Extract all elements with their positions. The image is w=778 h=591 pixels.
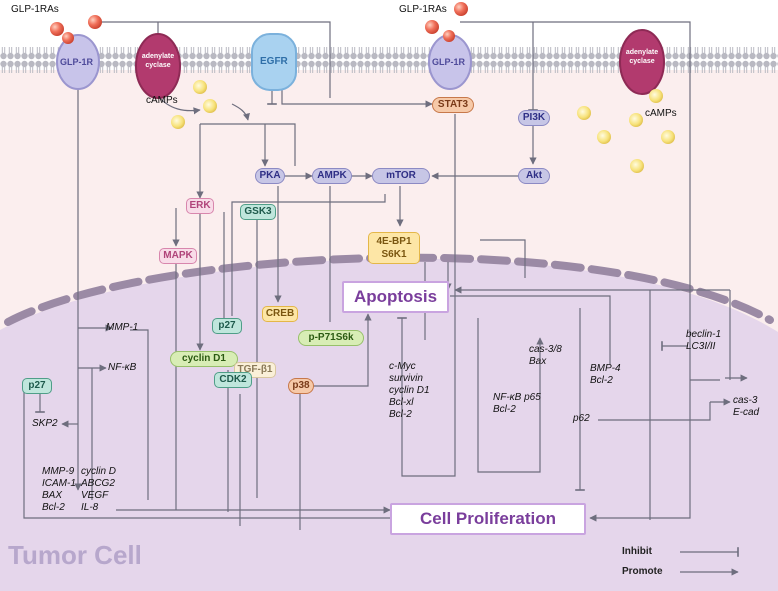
- pka-node: PKA: [255, 168, 285, 184]
- nfkb-label: NF-κB: [108, 362, 137, 373]
- gene-item: BMP-4: [590, 363, 621, 374]
- cas3-gene-list: cas-3 E-cad: [733, 395, 759, 419]
- ampk-node: AMPK: [312, 168, 352, 184]
- adenylate-cyclase-left: [135, 33, 181, 99]
- gene-item: VEGF: [81, 490, 109, 501]
- p38-node: p38: [288, 378, 314, 394]
- p27-left-node: p27: [22, 378, 52, 394]
- 4ebp1-label: 4E-BP1: [376, 236, 412, 247]
- cdk2-node: CDK2: [214, 372, 252, 388]
- glp1r-right-label: GLP-1R: [432, 57, 466, 67]
- tumor-cell-label: Tumor Cell: [8, 540, 142, 570]
- gene-item: MMP-9: [42, 466, 75, 477]
- gsk3-node: GSK3: [240, 204, 276, 220]
- gene-item: BAX: [42, 490, 63, 501]
- apoptosis-box: Apoptosis: [342, 281, 449, 313]
- glp1r-left-label: GLP-1R: [60, 57, 94, 67]
- 4ebp1-s6k1-node: 4E-BP1 S6K1: [368, 232, 420, 264]
- p27-mid-node: p27: [212, 318, 242, 334]
- mapk-node: MAPK: [159, 248, 197, 264]
- erk-node: ERK: [186, 198, 214, 214]
- gene-item: ABCG2: [81, 478, 115, 489]
- left-gene-list-2: cyclin D ABCG2 VEGF IL-8: [81, 466, 116, 514]
- camp-molecules: [171, 80, 675, 173]
- skp2-label: SKP2: [32, 418, 58, 429]
- glp1r-left-receptor: [56, 34, 100, 90]
- gene-item: Bax: [529, 356, 547, 367]
- gene-item: survivin: [389, 373, 423, 384]
- gene-item: cas-3/8: [529, 344, 562, 355]
- pi3k-node: PI3K: [518, 110, 550, 126]
- creb-node: CREB: [262, 306, 298, 322]
- glp1ras-label-right: GLP-1RAs: [399, 4, 447, 15]
- p62-label: p62: [573, 413, 590, 424]
- stat3-node: STAT3: [432, 97, 474, 113]
- camps-label-left: cAMPs: [146, 95, 178, 106]
- egfr-receptor: [251, 33, 297, 91]
- gene-item: IL-8: [81, 502, 99, 513]
- adenylate-cyclase-left-label: adenylate cyclase: [141, 53, 175, 69]
- gene-item: Bcl-2: [493, 404, 516, 415]
- gene-item: E-cad: [733, 407, 760, 418]
- glp1ras-label-left: GLP-1RAs: [11, 4, 59, 15]
- akt-node: Akt: [518, 168, 550, 184]
- mmp1-label: MMP-1: [106, 322, 139, 333]
- gene-item: Bcl-2: [42, 502, 65, 513]
- gene-item: NF-κB p65: [493, 392, 541, 403]
- camps-label-right: cAMPs: [645, 108, 677, 119]
- gene-item: Bcl-xl: [389, 397, 414, 408]
- cmyc-gene-list: c-Myc survivin cyclin D1 Bcl-xl Bcl-2: [389, 361, 430, 421]
- mtor-node: mTOR: [372, 168, 430, 184]
- adenylate-cyclase-right: [619, 29, 665, 95]
- gene-item: c-Myc: [389, 361, 416, 372]
- left-gene-list-1: MMP-9 ICAM-1 BAX Bcl-2: [42, 466, 76, 514]
- legend-promote-label: Promote: [622, 566, 663, 577]
- bmp4-gene-list: BMP-4 Bcl-2: [590, 363, 621, 387]
- gene-item: cyclin D1: [389, 385, 430, 396]
- cell-proliferation-box: Cell Proliferation: [390, 503, 586, 535]
- legend-inhibit-label: Inhibit: [622, 546, 652, 557]
- gene-item: ICAM-1: [42, 478, 76, 489]
- gene-item: cyclin D: [81, 466, 117, 477]
- adenylate-cyclase-right-label: adenylate cyclase: [625, 49, 659, 65]
- s6k1-label: S6K1: [381, 249, 407, 260]
- glp1ra-molecules: [50, 2, 468, 44]
- gene-item: cas-3: [733, 395, 758, 406]
- gene-item: LC3I/II: [686, 341, 716, 352]
- pathway-edges: [23, 21, 748, 530]
- gene-item: Bcl-2: [389, 409, 412, 420]
- pp71s6k-node: p-P71S6k: [298, 330, 364, 346]
- cyclin-d1-node: cyclin D1: [170, 351, 238, 367]
- cas38-gene-list: cas-3/8 Bax: [529, 344, 562, 368]
- nfkb-p65-gene-list: NF-κB p65 Bcl-2: [493, 392, 541, 416]
- gene-item: Bcl-2: [590, 375, 613, 386]
- gene-item: beclin-1: [686, 329, 722, 340]
- beclin-gene-list: beclin-1 LC3I/II: [686, 329, 721, 353]
- egfr-label: EGFR: [260, 56, 288, 67]
